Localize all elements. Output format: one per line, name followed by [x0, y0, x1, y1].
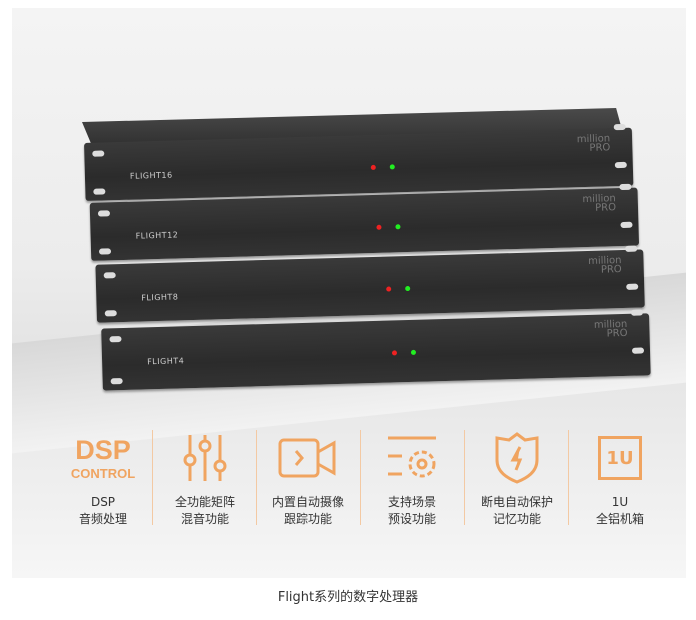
feature-matrix: 全功能矩阵混音功能 [155, 430, 255, 528]
power-led [391, 350, 398, 356]
divider [464, 430, 465, 525]
preset-gear-icon [362, 430, 462, 486]
divider [568, 430, 569, 525]
feature-preset: 支持场景预设功能 [362, 430, 462, 528]
feature-power-protect: 断电自动保护记忆功能 [467, 430, 567, 528]
divider [256, 430, 257, 525]
power-led [386, 286, 392, 292]
feature-camera: 内置自动摄像跟踪功能 [258, 430, 358, 528]
status-led [389, 164, 395, 170]
camera-icon [258, 430, 358, 486]
unit-name: FLIGHT12 [135, 230, 179, 241]
status-led [405, 285, 411, 292]
sliders-icon [155, 430, 255, 486]
1u-chassis-icon: 1U [570, 430, 670, 486]
unit-name: FLIGHT16 [129, 170, 173, 181]
unit-name: FLIGHT8 [141, 292, 179, 303]
unit-name: FLIGHT4 [147, 356, 185, 367]
divider [360, 430, 361, 525]
power-led [370, 164, 376, 171]
shield-bolt-icon [467, 430, 567, 486]
status-led [410, 349, 417, 355]
image-caption: Flight系列的数字处理器 [277, 590, 419, 605]
dsp-control-logo: DSP CONTROL [70, 434, 136, 481]
status-led [395, 224, 401, 230]
power-led [376, 224, 382, 230]
divider [152, 430, 153, 525]
